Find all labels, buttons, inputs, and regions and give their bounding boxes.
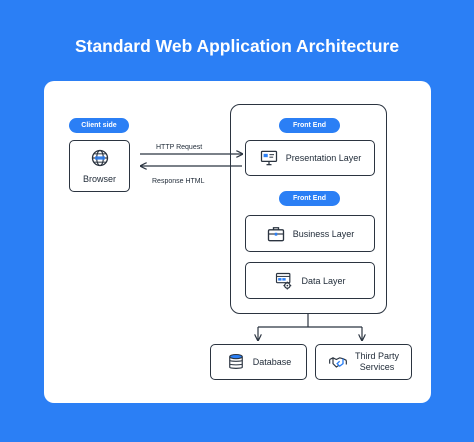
browser-label: Browser: [82, 174, 116, 184]
presentation-layer-box: Presentation Layer: [245, 140, 375, 176]
client-side-tag: Client side: [69, 118, 129, 133]
presentation-board-icon: [259, 148, 279, 168]
diagram-card: Client side Browser HTTP Request Respons…: [44, 81, 431, 403]
third-party-services-label: Third Party Services: [355, 351, 399, 373]
third-party-line1: Third Party: [354, 351, 399, 362]
browser-box: Browser: [69, 140, 130, 192]
briefcase-icon: [266, 224, 286, 244]
database-icon: [226, 352, 246, 372]
globe-icon: [90, 148, 110, 168]
third-party-line2: Services: [359, 362, 395, 372]
page-title: Standard Web Application Architecture: [74, 36, 400, 56]
front-end-tag-top: Front End: [279, 118, 340, 133]
response-html-label: Response HTML: [152, 178, 205, 185]
http-request-label: HTTP Request: [156, 144, 203, 151]
business-layer-label: Business Layer: [292, 228, 355, 239]
connector-lines: [44, 81, 431, 403]
data-layer-label: Data Layer: [301, 275, 346, 286]
handshake-icon: [328, 352, 348, 372]
front-end-group: [230, 104, 387, 314]
business-layer-box: Business Layer: [245, 215, 375, 252]
presentation-layer-label: Presentation Layer: [285, 153, 362, 163]
front-end-tag-mid: Front End: [279, 191, 340, 206]
data-gear-icon: [274, 271, 294, 291]
third-party-services-box: Third Party Services: [315, 344, 412, 380]
database-label: Database: [252, 357, 292, 367]
data-layer-box: Data Layer: [245, 262, 375, 299]
database-box: Database: [210, 344, 307, 380]
